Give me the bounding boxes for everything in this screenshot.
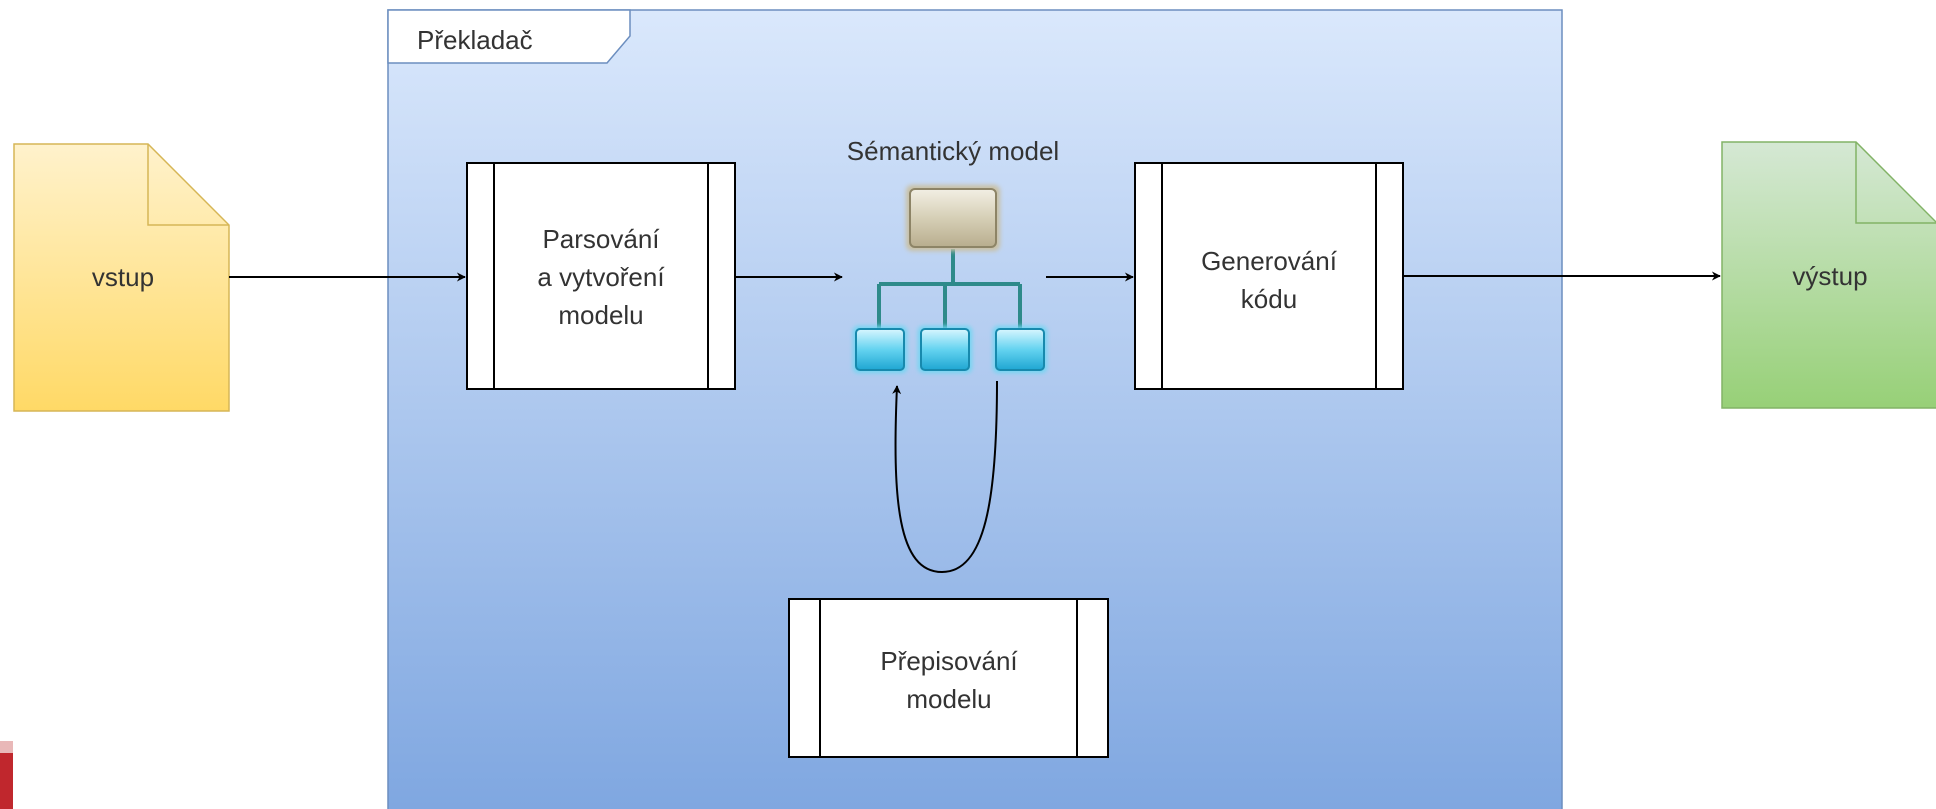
- process-parse-label-line-1: Parsování: [542, 224, 660, 254]
- process-parse-label-line-2: a vytvoření: [537, 262, 665, 292]
- org-chart-leaf-node-2: [918, 326, 972, 373]
- process-parse[interactable]: Parsování a vytvoření modelu: [466, 162, 736, 390]
- org-chart-icon[interactable]: [853, 185, 1047, 373]
- input-document-label: vstup: [92, 262, 154, 292]
- input-document[interactable]: vstup: [13, 143, 230, 412]
- process-rewrite-label-line-1: Přepisování: [880, 646, 1018, 676]
- org-chart-connectors: [877, 249, 1022, 331]
- semantic-model-label: Sémantický model: [847, 136, 1059, 166]
- process-generate-label-line-2: kódu: [1241, 284, 1297, 314]
- output-document-label: výstup: [1792, 261, 1867, 291]
- process-rewrite[interactable]: Přepisování modelu: [788, 598, 1109, 758]
- process-generate[interactable]: Generování kódu: [1134, 162, 1404, 390]
- translator-frame-tab: [387, 9, 631, 64]
- translator-frame-title: Překladač: [417, 25, 533, 55]
- org-chart-leaf-node-1: [853, 326, 907, 373]
- org-chart-root-node: [906, 185, 1000, 251]
- corner-red-mark: [0, 741, 13, 809]
- process-parse-label-line-3: modelu: [558, 300, 643, 330]
- output-document[interactable]: výstup: [1721, 141, 1936, 409]
- process-rewrite-label-line-2: modelu: [906, 684, 991, 714]
- org-chart-leaf-node-3: [993, 326, 1047, 373]
- edge-rewrite-loop[interactable]: [892, 380, 998, 574]
- process-generate-label-line-1: Generování: [1201, 246, 1338, 276]
- corner-red-mark-top: [0, 741, 13, 753]
